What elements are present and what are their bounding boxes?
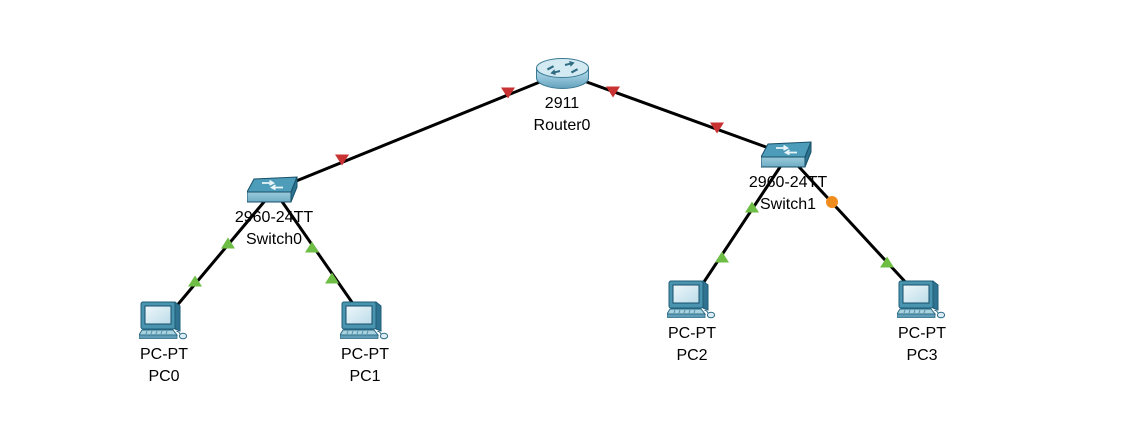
- pc-icon: [295, 301, 435, 341]
- device-pc3[interactable]: PC-PT PC3: [852, 280, 992, 367]
- device-switch1[interactable]: 2960-24TT Switch1: [718, 141, 858, 216]
- device-model-label: 2911: [544, 95, 580, 112]
- link-status-up-indicator: [305, 241, 319, 253]
- pc-icon: [622, 280, 762, 320]
- link-status-up-indicator: [745, 201, 759, 213]
- device-name-label: PC0: [148, 368, 180, 385]
- link-status-down-indicator: [606, 86, 620, 98]
- device-router0[interactable]: 2911 Router0: [492, 56, 632, 137]
- link-switch1-pc2[interactable]: [690, 154, 790, 301]
- device-switch0[interactable]: 2960-24TT Switch0: [204, 176, 344, 251]
- router-icon: [492, 56, 632, 90]
- switch-icon: [204, 176, 344, 204]
- device-name-label: PC1: [349, 368, 381, 385]
- link-switch0-pc0[interactable]: [162, 189, 276, 322]
- device-name-label: PC2: [676, 347, 708, 364]
- switch-icon: [718, 141, 858, 169]
- device-pc2[interactable]: PC-PT PC2: [622, 280, 762, 367]
- device-model-label: PC-PT: [140, 346, 188, 363]
- device-model-label: PC-PT: [341, 346, 389, 363]
- device-name-label: Switch1: [759, 196, 817, 213]
- device-model-label: PC-PT: [668, 325, 716, 342]
- link-status-down-indicator: [501, 87, 515, 99]
- pc-icon: [852, 280, 992, 320]
- link-status-up-indicator: [221, 237, 235, 249]
- device-model-label: 2960-24TT: [234, 209, 314, 226]
- link-status-down-indicator: [335, 154, 349, 166]
- link-status-down-indicator: [710, 122, 724, 134]
- link-status-amber-indicator: [826, 196, 838, 208]
- device-pc0[interactable]: PC-PT PC0: [94, 301, 234, 388]
- device-name-label: Router0: [533, 117, 591, 134]
- link-status-up-indicator: [715, 251, 729, 263]
- link-status-up-indicator: [880, 256, 894, 268]
- link-switch0-pc1[interactable]: [272, 189, 367, 322]
- link-status-up-indicator: [188, 275, 202, 287]
- link-switch1-pc3[interactable]: [786, 153, 924, 302]
- pc-icon: [94, 301, 234, 341]
- device-pc1[interactable]: PC-PT PC1: [295, 301, 435, 388]
- link-status-up-indicator: [325, 272, 339, 284]
- device-model-label: 2960-24TT: [748, 174, 828, 191]
- device-name-label: PC3: [906, 347, 938, 364]
- link-router0-switch1[interactable]: [561, 71, 789, 157]
- device-model-label: PC-PT: [898, 325, 946, 342]
- device-name-label: Switch0: [245, 231, 303, 248]
